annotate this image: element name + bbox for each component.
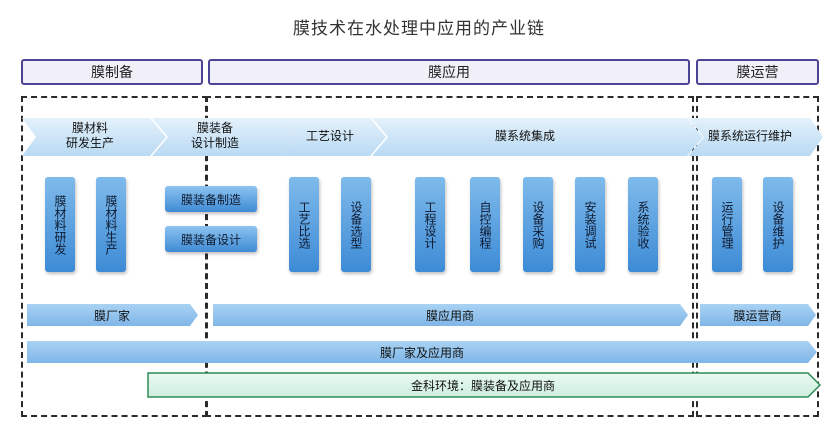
stage-system-integration: 膜系统集成 [494,129,555,143]
page-title: 膜技术在水处理中应用的产业链 [293,19,545,39]
chevron-band [22,118,823,156]
bar-label-jinke: 金科环境：膜装备及应用商 [410,378,555,393]
chevron-operation-maintenance [688,118,823,156]
stage-membrane-materials: 膜材料 研发生产 [65,121,114,150]
chevron-process-design [280,118,386,156]
box-equipment-selection: 设备选型 [341,177,371,272]
header-membrane-application: 膜应用 [208,59,690,85]
stage-process-design: 工艺设计 [305,129,354,143]
chevron-membrane-materials [22,118,166,156]
box-equipment-manufacturing: 膜装备制造 [165,186,257,212]
bar-label-application-vendor: 膜应用商 [425,308,474,323]
stage-operation-maintenance: 膜系统运行维护 [707,129,792,143]
box-engineering-design: 工程设计 [415,177,445,272]
box-equipment-design: 膜装备设计 [165,226,257,252]
bar-jinke [147,372,822,398]
box-automation-programming: 自控编程 [470,177,500,272]
box-membrane-material-production: 膜材料生产 [96,177,126,272]
box-membrane-material-rd: 膜材料研发 [45,177,75,272]
frame-membrane-prep [21,96,208,417]
bar-application-vendor [213,304,688,326]
chevron-system-integration [372,118,703,156]
bar-label-manufacturer: 膜厂家 [93,308,130,323]
bar-label-operator: 膜运营商 [733,308,782,323]
box-operation-management: 运行管理 [712,177,742,272]
bar-manufacturer-and-vendor [27,341,817,363]
bar-operator [700,304,816,326]
frame-membrane-application [205,96,694,417]
bar-label-manufacturer-and-vendor: 膜厂家及应用商 [379,345,464,360]
bar-manufacturer [27,304,198,326]
header-membrane-prep: 膜制备 [21,59,203,85]
frame-membrane-operation [696,96,819,417]
stage-equipment-design: 膜装备 设计制造 [190,121,239,150]
box-equipment-maintenance: 设备维护 [763,177,793,272]
chevron-equipment-design [152,118,296,156]
box-installation-debugging: 安装调试 [575,177,605,272]
header-membrane-operation: 膜运营 [696,59,819,85]
box-system-acceptance: 系统验收 [628,177,658,272]
box-process-selection: 工艺比选 [289,177,319,272]
box-equipment-purchase: 设备采购 [523,177,553,272]
